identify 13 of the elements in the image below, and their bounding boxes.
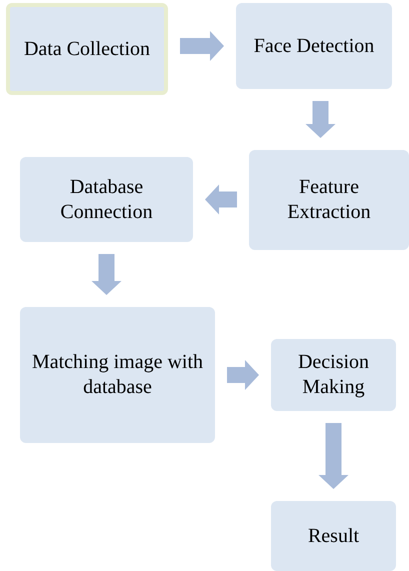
block-arrow — [180, 31, 224, 61]
process-box: Result — [271, 501, 396, 571]
block-arrow — [306, 101, 336, 138]
process-box: Face Detection — [236, 3, 392, 89]
block-arrow — [318, 423, 348, 489]
process-box: Feature Extraction — [249, 150, 409, 250]
process-box: Decision Making — [271, 339, 396, 411]
process-box: Database Connection — [20, 157, 193, 242]
process-box: Matching image with database — [20, 307, 215, 443]
block-arrow — [92, 254, 122, 295]
block-arrow — [227, 360, 259, 390]
block-arrow — [205, 184, 237, 214]
process-box: Data Collection — [6, 3, 168, 95]
